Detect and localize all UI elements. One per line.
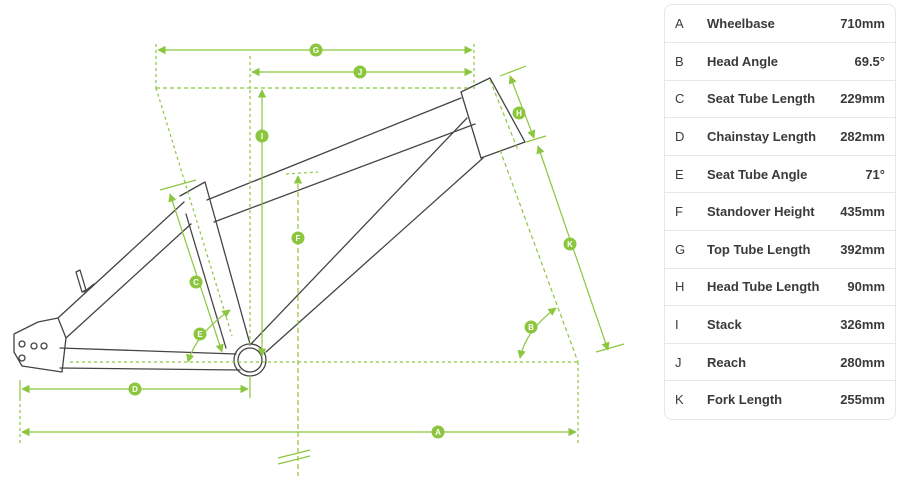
svg-text:I: I [261,132,263,141]
svg-text:F: F [296,234,301,243]
head-tube [460,77,526,159]
row-name: Standover Height [699,192,834,231]
chainstay [59,347,241,371]
marker-f: F [291,231,305,245]
bike-frame [13,77,526,377]
row-name: Fork Length [699,380,834,419]
marker-h: H [512,106,526,120]
row-value: 255mm [833,380,895,419]
row-value: 229mm [833,79,895,118]
row-value: 69.5° [833,42,895,81]
svg-text:D: D [132,385,138,394]
row-value: 71° [833,154,895,193]
marker-a: A [431,425,445,439]
svg-text:B: B [528,323,534,332]
row-value: 90mm [833,267,895,306]
row-key: B [665,42,699,81]
seat-tube [179,181,251,349]
dim-line-h [508,75,536,139]
row-name: Head Angle [699,42,834,81]
svg-text:E: E [197,330,203,339]
row-value: 710mm [840,16,885,32]
row-name: Top Tube Length [699,230,834,269]
frame-geometry-diagram: G J I H F K C E B D A [13,43,625,476]
svg-text:C: C [193,278,199,287]
row-name: Seat Tube Length [699,79,834,118]
row-key: J [665,342,699,381]
row-value: 280mm [833,342,895,381]
dimension-lines [19,44,625,476]
top-tube [206,97,476,223]
row-name: Head Tube Length [699,267,834,306]
svg-text:J: J [358,68,362,77]
svg-text:G: G [313,46,319,55]
seat-stay [57,201,192,339]
svg-text:K: K [567,240,573,249]
row-key: E [665,154,699,193]
row-name: Seat Tube Angle [699,154,834,193]
row-key: H [665,267,699,306]
row-key: I [665,305,699,344]
marker-g: G [309,43,323,57]
table-row: A Wheelbase 710mm [665,5,895,43]
row-key: G [665,230,699,269]
row-name: Stack [699,305,834,344]
svg-text:H: H [516,109,522,118]
row-key: C [665,79,699,118]
row-name: Chainstay Length [699,117,834,156]
svg-text:A: A [435,428,441,437]
marker-k: K [563,237,577,251]
row-value: 435mm [833,192,895,231]
row-name: Reach [699,342,834,381]
row-name: Wheelbase [707,16,775,32]
row-key: F [665,192,699,231]
marker-d: D [128,382,142,396]
marker-j: J [353,65,367,79]
row-value: 282mm [833,117,895,156]
brake-mount [75,269,95,293]
dim-arc-b [517,307,557,359]
row-key: D [665,117,699,156]
dim-line-c [168,193,224,353]
row-key: K [665,380,699,419]
rear-dropout [13,317,67,373]
marker-e: E [193,327,207,341]
row-value: 326mm [833,305,895,344]
marker-b: B [524,320,538,334]
down-tube [249,117,484,353]
marker-i: I [255,129,269,143]
row-value: 392mm [833,230,895,269]
bottom-bracket [233,343,267,377]
row-key: A [675,16,684,32]
marker-c: C [189,275,203,289]
